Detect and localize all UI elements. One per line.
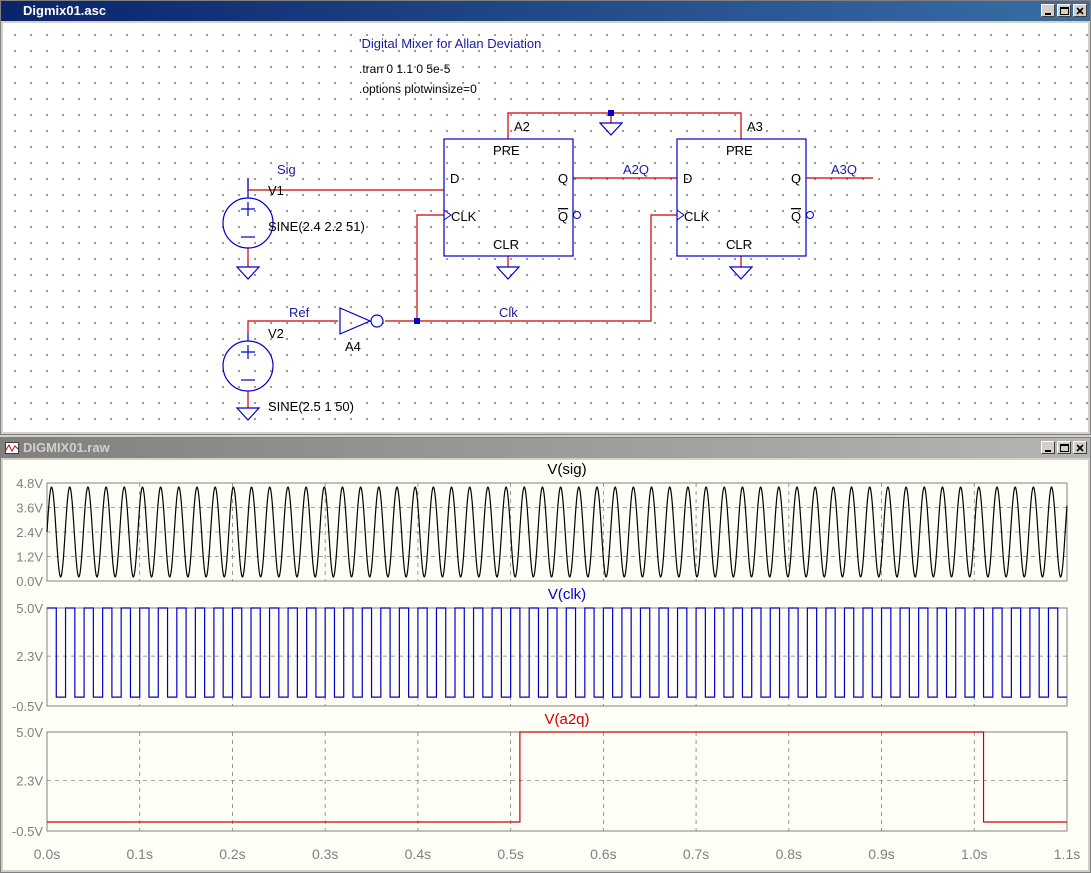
a2-q: Q (558, 171, 568, 186)
a2-qbar: Q (558, 209, 568, 224)
schematic-titlebar[interactable]: Digmix01.asc (1, 1, 1090, 21)
minimize-icon (1045, 449, 1051, 452)
close-button[interactable] (1073, 4, 1087, 17)
wires (247, 112, 873, 408)
x-tick-label: 0.4s (405, 846, 431, 862)
ground-icons (235, 122, 754, 421)
v1-label: V1 (268, 183, 284, 198)
x-tick-label: 1.0s (961, 846, 987, 862)
net-label-a3q: A3Q (831, 162, 857, 177)
v1-value: SINE(2.4 2.2 51) (268, 219, 365, 234)
a3-clk: CLK (684, 209, 710, 224)
x-tick-label: 0.7s (683, 846, 709, 862)
maximize-button[interactable] (1057, 441, 1071, 454)
a2-clk: CLK (451, 209, 477, 224)
minimize-icon (1045, 12, 1051, 15)
inverter-icon[interactable] (339, 307, 384, 335)
x-tick-label: 0.6s (590, 846, 616, 862)
options-directive: .options plotwinsize=0 (359, 82, 477, 96)
a2-label: A2 (514, 119, 530, 134)
a3-pre: PRE (726, 143, 753, 158)
v2-value: SINE(2.5 1 50) (268, 399, 354, 414)
y-tick-label: -0.5V (12, 824, 43, 839)
y-tick-label: 2.4V (16, 525, 43, 540)
minimize-button[interactable] (1041, 441, 1055, 454)
net-label-ref: Ref (289, 305, 310, 320)
a2-d: D (450, 171, 459, 186)
y-tick-label: 5.0V (16, 601, 43, 616)
v2-label: V2 (268, 326, 284, 341)
close-button[interactable] (1073, 441, 1087, 454)
flipflop-a2[interactable]: PRE D Q Q CLK CLR (443, 138, 581, 257)
junction-dot (414, 318, 420, 324)
schematic-window: Digmix01.asc 'Digital Mixer for Allan De… (0, 0, 1091, 435)
trace-title: V(a2q) (544, 711, 589, 728)
maximize-button[interactable] (1057, 4, 1071, 17)
x-tick-label: 0.3s (312, 846, 338, 862)
y-tick-label: 1.2V (16, 550, 43, 565)
tran-directive: .tran 0 1.1 0 5e-5 (359, 62, 451, 76)
x-tick-label: 0.2s (219, 846, 245, 862)
x-tick-label: 0.1s (126, 846, 152, 862)
a3-clr: CLR (726, 237, 752, 252)
a3-qbar: Q (791, 209, 801, 224)
close-icon (1076, 6, 1084, 15)
waveform-titlebar[interactable]: DIGMIX01.raw (1, 438, 1090, 458)
schematic-title: Digmix01.asc (23, 3, 107, 18)
v1-source-icon[interactable] (222, 178, 274, 249)
schematic-canvas[interactable]: 'Digital Mixer for Allan Deviation .tran… (3, 23, 1088, 432)
net-label-a2q: A2Q (623, 162, 649, 177)
waveform-svg: 4.8V 3.6V 2.4V 1.2V 0.0V V(sig) 5.0V 2.3V -0.5V V… (12, 461, 1080, 862)
trace-vclk (47, 607, 1067, 698)
a2-pre: PRE (493, 143, 520, 158)
y-tick-label: 5.0V (16, 725, 43, 740)
a3-label: A3 (747, 119, 763, 134)
trace-title: V(sig) (547, 461, 586, 478)
plot-pane-frame (46, 731, 1068, 832)
waveform-title: DIGMIX01.raw (23, 440, 110, 455)
a2-clr: CLR (493, 237, 519, 252)
x-tick-label: 0.9s (868, 846, 894, 862)
minimize-button[interactable] (1041, 4, 1055, 17)
y-tick-label: 3.6V (16, 501, 43, 516)
waveform-window: DIGMIX01.raw 4.8V 3.6V 2.4V 1.2V 0.0V V(sig) 5… (0, 437, 1091, 873)
net-label-sig: Sig (277, 162, 296, 177)
waveform-app-icon (5, 442, 19, 454)
y-tick-label: 4.8V (16, 476, 43, 491)
trace-va2q (47, 731, 1067, 823)
trace-vsig (46, 486, 1068, 578)
v2-source-icon[interactable] (222, 333, 274, 392)
y-tick-label: 2.3V (16, 774, 43, 789)
flipflop-a3[interactable]: PRE D Q Q CLK CLR (676, 138, 814, 257)
trace-title: V(clk) (548, 586, 586, 603)
schematic-svg: 'Digital Mixer for Allan Deviation .tran… (222, 36, 873, 421)
x-tick-label: 0.5s (497, 846, 523, 862)
y-tick-label: 0.0V (16, 574, 43, 589)
y-tick-label: -0.5V (12, 699, 43, 714)
schematic-comment: 'Digital Mixer for Allan Deviation (359, 36, 541, 51)
a3-d: D (683, 171, 692, 186)
waveform-canvas[interactable]: 4.8V 3.6V 2.4V 1.2V 0.0V V(sig) 5.0V 2.3V -0.5V V… (3, 460, 1088, 870)
a4-label: A4 (345, 339, 361, 354)
x-tick-label: 0.8s (776, 846, 802, 862)
a3-q: Q (791, 171, 801, 186)
maximize-icon (1059, 6, 1069, 15)
x-tick-label: 0.0s (34, 846, 60, 862)
maximize-icon (1059, 443, 1069, 452)
y-tick-label: 2.3V (16, 649, 43, 664)
junction-dot (608, 110, 614, 116)
net-label-clk: Clk (499, 305, 518, 320)
x-tick-label: 1.1s (1054, 846, 1080, 862)
close-icon (1076, 443, 1084, 452)
